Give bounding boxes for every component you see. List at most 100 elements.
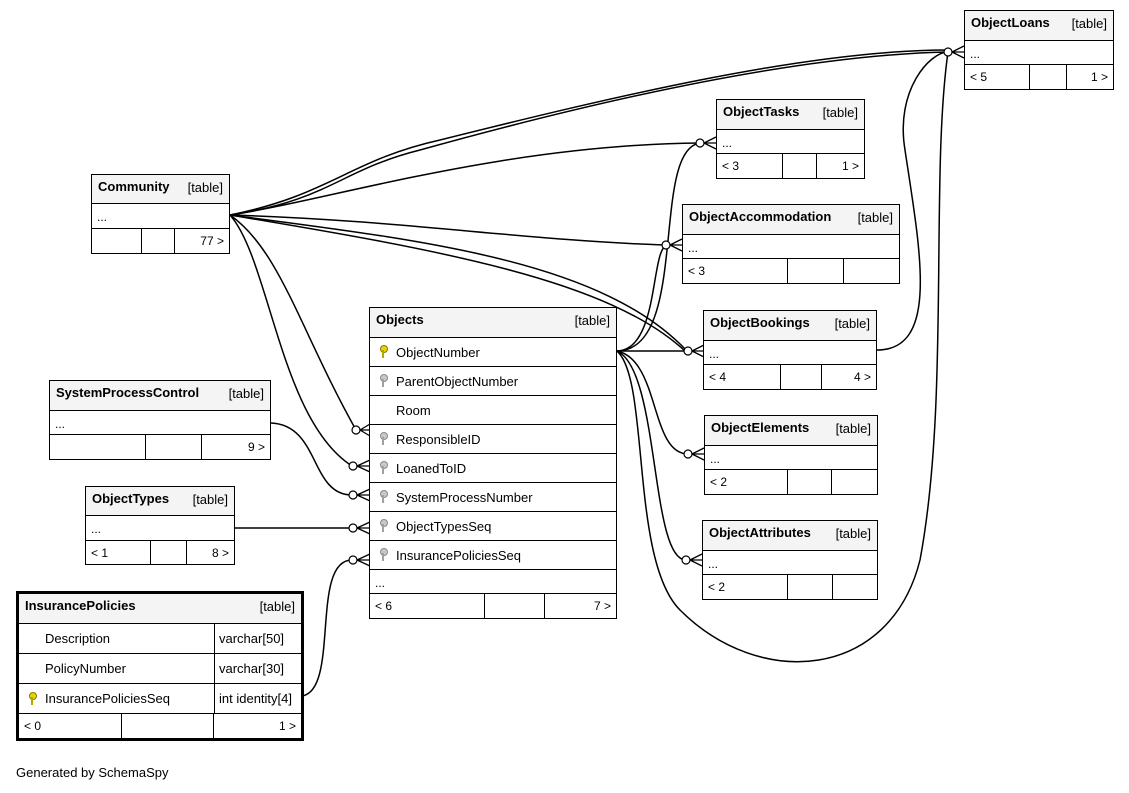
columns-collapsed: ... — [683, 235, 899, 259]
column-row: ResponsibleID — [370, 425, 616, 454]
table-kind: [table] — [834, 316, 870, 331]
column-row: SystemProcessNumber — [370, 483, 616, 512]
table-objectelements[interactable]: ObjectElements [table] ... < 2 — [704, 415, 878, 495]
column-row: PolicyNumber varchar[30] — [19, 654, 301, 684]
foreign-key-icon — [379, 374, 388, 388]
crowfoot-lines — [356, 488, 371, 502]
column-name: Description — [45, 631, 111, 646]
table-objectbookings[interactable]: ObjectBookings [table] ... < 4 4 > — [703, 310, 877, 390]
foreign-key-icon — [379, 548, 388, 562]
table-objects[interactable]: Objects [table] ObjectNumber ParentObjec… — [369, 307, 617, 619]
columns-collapsed: ... — [965, 41, 1113, 65]
table-name: ObjectElements — [711, 420, 810, 435]
column-name: ParentObjectNumber — [396, 373, 519, 389]
children-count — [832, 470, 877, 494]
columns-collapsed: ... — [703, 551, 877, 575]
column-name: InsurancePoliciesSeq — [396, 547, 522, 563]
table-community[interactable]: Community [table] ... 77 > — [91, 174, 230, 254]
parents-count: < 6 — [370, 594, 485, 618]
edge-objects-objectelements — [616, 350, 689, 455]
edge-community-objectloans-1 — [229, 51, 949, 216]
edge-insurancepolicies-objects — [301, 559, 353, 697]
edge-community-responsibleid — [229, 214, 357, 431]
foreign-key-icon — [379, 519, 388, 533]
column-name: ObjectTypesSeq — [396, 518, 492, 534]
column-row: ObjectNumber — [370, 338, 616, 367]
crowfoot-lines — [951, 45, 965, 59]
table-footer: 9 > — [50, 435, 270, 459]
table-objectloans[interactable]: ObjectLoans [table] ... < 5 1 > — [964, 10, 1114, 90]
table-objectaccommodation[interactable]: ObjectAccommodation [table] ... < 3 — [682, 204, 900, 284]
edge-community-loanedtoid — [229, 214, 353, 467]
column-name: LoanedToID — [396, 460, 467, 476]
table-name: ObjectAccommodation — [689, 209, 832, 224]
children-count — [844, 259, 899, 283]
foreign-key-icon — [379, 461, 388, 475]
table-objecttasks[interactable]: ObjectTasks [table] ... < 3 1 > — [716, 99, 865, 179]
columns-collapsed: ... — [50, 411, 270, 435]
table-objecttypes[interactable]: ObjectTypes [table] ... < 1 8 > — [85, 486, 235, 565]
crowfoot-marker — [683, 346, 693, 356]
table-footer: < 3 1 > — [717, 154, 864, 178]
table-kind: [table] — [1071, 16, 1107, 31]
table-name: ObjectTypes — [92, 491, 170, 506]
table-name: Objects — [376, 312, 424, 327]
crowfoot-marker — [661, 240, 671, 250]
table-header: ObjectTypes [table] — [86, 487, 234, 516]
crowfoot-lines — [703, 136, 717, 150]
column-name: Room — [396, 402, 431, 418]
children-count: 1 > — [841, 159, 859, 173]
column-type: varchar[50] — [214, 624, 301, 653]
generated-by-credit: Generated by SchemaSpy — [16, 765, 169, 780]
children-count: 7 > — [593, 599, 611, 613]
table-header: ObjectLoans [table] — [965, 11, 1113, 41]
edge-community-objectaccommodation — [229, 214, 665, 246]
table-name: ObjectAttributes — [709, 525, 811, 540]
crowfoot-marker — [683, 449, 693, 459]
parents-count: < 2 — [705, 470, 788, 494]
column-name: SystemProcessNumber — [396, 489, 533, 505]
crowfoot-marker — [351, 425, 361, 435]
table-name: ObjectTasks — [723, 104, 800, 119]
table-name: Community — [98, 179, 170, 194]
table-header: SystemProcessControl [table] — [50, 381, 270, 411]
table-footer: < 3 — [683, 259, 899, 283]
table-name: SystemProcessControl — [56, 385, 200, 400]
table-header: ObjectAccommodation [table] — [683, 205, 899, 235]
columns-collapsed: ... — [86, 516, 234, 541]
rows-count — [485, 594, 545, 618]
rows-count — [788, 470, 832, 494]
column-row: ParentObjectNumber — [370, 367, 616, 396]
primary-key-icon — [379, 345, 388, 359]
rows-count — [783, 154, 817, 178]
table-objectattributes[interactable]: ObjectAttributes [table] ... < 2 — [702, 520, 878, 600]
crowfoot-lines — [356, 459, 371, 473]
table-kind: [table] — [187, 180, 223, 195]
table-systemprocesscontrol[interactable]: SystemProcessControl [table] ... 9 > — [49, 380, 271, 460]
table-kind: [table] — [822, 105, 858, 120]
edge-objects-objectattributes — [616, 350, 687, 561]
column-name: InsurancePoliciesSeq — [45, 691, 171, 706]
table-footer: < 4 4 > — [704, 365, 876, 389]
columns-collapsed: ... — [92, 204, 229, 229]
table-kind: [table] — [574, 313, 610, 328]
crowfoot-marker — [348, 523, 358, 533]
rows-count — [781, 365, 822, 389]
table-insurancepolicies[interactable]: InsurancePolicies [table] Description va… — [16, 591, 304, 741]
primary-key-icon — [28, 691, 37, 706]
column-type: varchar[30] — [214, 654, 301, 683]
column-row: Room — [370, 396, 616, 425]
parents-count — [92, 229, 142, 253]
edge-objects-objectaccommodation — [616, 244, 669, 352]
parents-count: < 1 — [86, 541, 151, 564]
table-header: ObjectElements [table] — [705, 416, 877, 446]
children-count: 1 > — [1090, 70, 1108, 84]
children-count: 4 > — [853, 370, 871, 384]
column-name: PolicyNumber — [45, 661, 126, 676]
column-row: InsurancePoliciesSeq int identity[4] — [19, 684, 301, 714]
foreign-key-icon — [379, 432, 388, 446]
table-footer: < 0 1 > — [19, 714, 301, 738]
foreign-key-icon — [379, 490, 388, 504]
crowfoot-marker — [348, 555, 358, 565]
table-kind: [table] — [835, 421, 871, 436]
